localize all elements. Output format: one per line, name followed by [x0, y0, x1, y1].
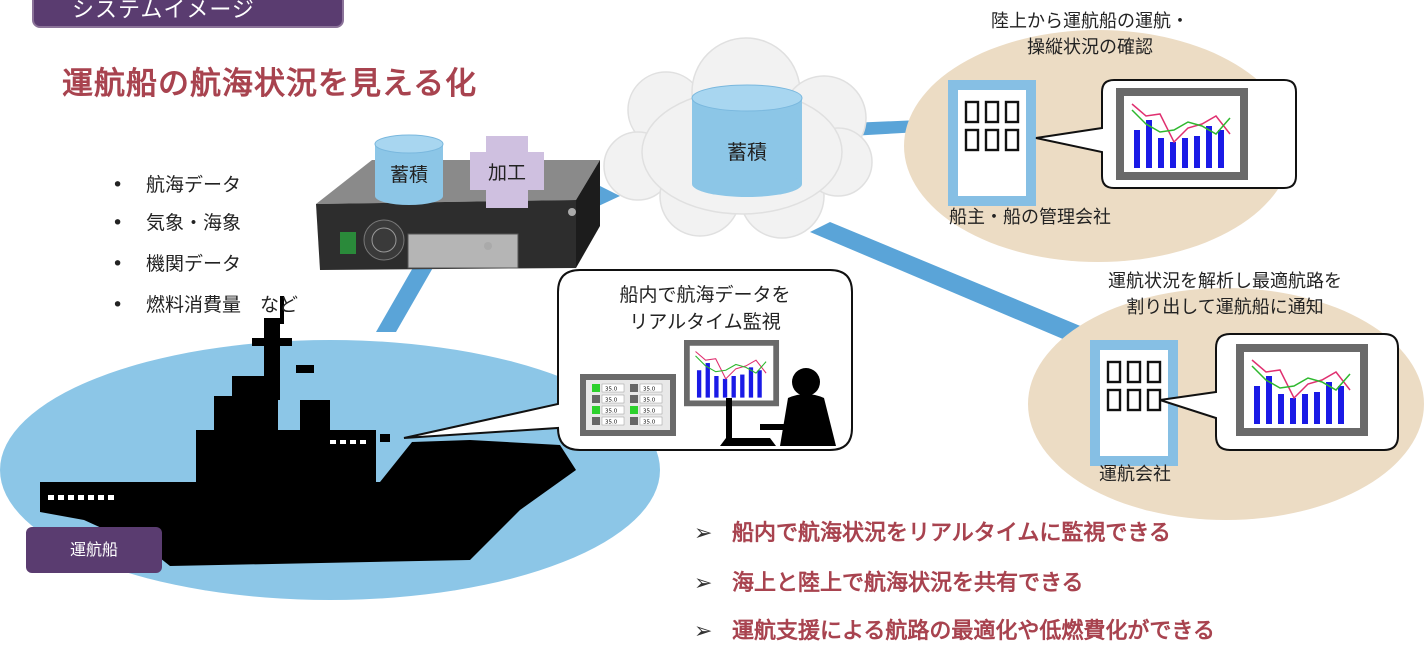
- cloud-storage-label: 蓄積: [727, 140, 767, 164]
- data-item-label: 気象・海象: [146, 212, 242, 234]
- operator-name: 運航会社: [1099, 464, 1171, 485]
- meter-value: 35.0: [643, 420, 656, 426]
- arrow-marker-icon: ➢: [694, 521, 713, 546]
- data-item-label: 航海データ: [146, 174, 242, 196]
- bullet-dot: •: [112, 294, 124, 316]
- meter-value: 35.0: [605, 420, 618, 426]
- data-item: • 燃料消費量 など: [112, 290, 298, 317]
- onboard-storage-cylinder: [374, 134, 444, 205]
- owner-chart-icon: [1115, 87, 1249, 181]
- data-item: • 気象・海象: [112, 208, 241, 235]
- bullet-dot: •: [112, 212, 124, 234]
- data-item-label: 燃料消費量 など: [146, 294, 299, 316]
- ship-label: 運航船: [26, 527, 162, 573]
- onboard-storage-label: 蓄積: [389, 164, 428, 186]
- process-cross: [470, 136, 544, 208]
- onboard-process-label: 加工: [487, 162, 526, 184]
- conclusion-text: 海上と陸上で航海状況を共有できる: [732, 571, 1084, 596]
- conclusion-item: ➢ 運航支援による航路の最適化や低燃費化ができる: [694, 613, 1215, 645]
- ship-windows: [48, 440, 366, 500]
- bullet-dot: •: [112, 174, 124, 196]
- conclusion-text: 船内で航海状況をリアルタイムに監視できる: [732, 521, 1171, 546]
- meter-value: 35.0: [605, 409, 618, 415]
- ship-silhouette: [40, 296, 576, 566]
- owner-caption: 陸上から運航船の運航・ 操縦状況の確認: [940, 9, 1240, 61]
- arrow-marker-icon: ➢: [694, 619, 713, 644]
- conclusion-item: ➢ 海上と陸上で航海状況を共有できる: [694, 565, 1084, 597]
- onboard-device: [316, 160, 600, 270]
- operator-document-icon: [1088, 338, 1180, 468]
- meter-value: 35.0: [605, 387, 618, 393]
- conclusion-text: 運航支援による航路の最適化や低燃費化ができる: [732, 619, 1215, 644]
- onboard-callout-line: リアルタイム監視: [629, 311, 781, 333]
- meter-value: 35.0: [643, 398, 656, 404]
- meter-value: 35.0: [643, 387, 656, 393]
- owner-caption-line: 陸上から運航船の運航・: [991, 11, 1189, 32]
- operator-caption-line: 運航状況を解析し最適航路を: [1108, 271, 1342, 292]
- operator-chart-icon: [1235, 343, 1369, 437]
- page-title: 運航船の航海状況を見える化: [62, 66, 478, 102]
- section-tab: システムイメージ: [32, 0, 344, 28]
- owner-caption-line: 操縦状況の確認: [1027, 37, 1153, 58]
- meter-value: 35.0: [605, 398, 618, 404]
- owner-document-icon: [946, 78, 1038, 208]
- onboard-callout-line: 船内で航海データを: [619, 284, 791, 306]
- conclusion-item: ➢ 船内で航海状況をリアルタイムに監視できる: [694, 515, 1171, 547]
- owner-name: 船主・船の管理会社: [949, 207, 1111, 228]
- onboard-callout-text: 船内で航海データを リアルタイム監視: [570, 282, 840, 336]
- data-item-label: 機関データ: [146, 253, 242, 275]
- gauge-panel: 35.0 35.0 35.0 35.0 35.0 35.0 35.0 35.0: [580, 374, 676, 436]
- bullet-dot: •: [112, 253, 124, 275]
- onboard-chart-icon: [683, 339, 780, 407]
- data-item: • 航海データ: [112, 170, 241, 197]
- arrow-marker-icon: ➢: [694, 571, 713, 596]
- operator-person-silhouette: [720, 368, 836, 446]
- operator-caption-line: 割り出して運航船に通知: [1126, 297, 1324, 318]
- data-item: • 機関データ: [112, 249, 241, 276]
- cloud-storage-cylinder: [691, 84, 803, 197]
- meter-value: 35.0: [643, 409, 656, 415]
- operator-caption: 運航状況を解析し最適航路を 割り出して運航船に通知: [1060, 269, 1390, 321]
